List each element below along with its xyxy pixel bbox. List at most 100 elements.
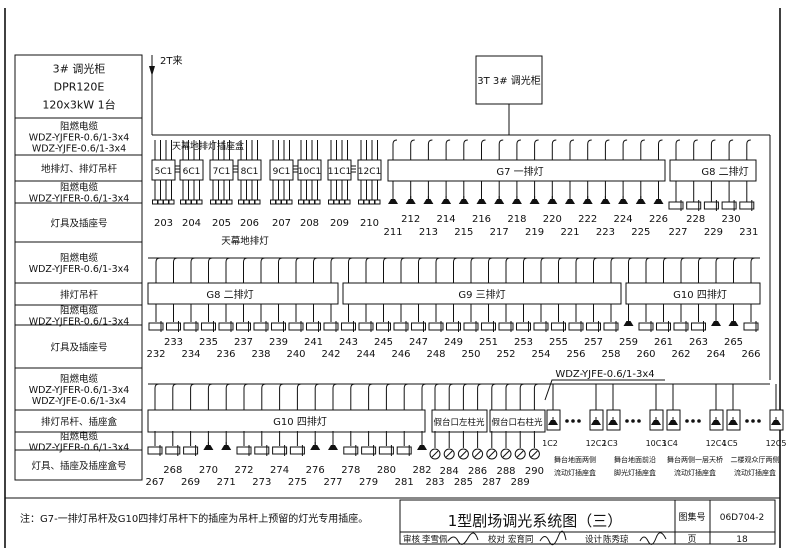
ellipsis-dot [625, 419, 629, 423]
cable-drop [640, 139, 645, 160]
lamp-icon [547, 199, 558, 204]
plug-connector-icon [183, 322, 199, 331]
cable-drop [155, 257, 161, 283]
ellipsis-dot [697, 419, 701, 423]
left-label-text: WDZ-YJFE-0.6/1-3x4 [32, 396, 126, 407]
plug-connector-icon [703, 201, 719, 210]
cable-drop [569, 139, 575, 160]
fixture-number: 235 [199, 337, 218, 348]
socket-icon [249, 199, 255, 205]
pipe-g10-label: G10 四排灯 [673, 288, 727, 301]
socket-hatch [460, 450, 467, 458]
lamp-icon [635, 199, 646, 204]
plug-connector-icon [739, 201, 755, 210]
plug-connector-icon [568, 322, 584, 331]
socket-icon [157, 199, 164, 205]
left-label-text: WDZ-YJFER-0.6/1-3x4 [29, 385, 130, 396]
plug-connector-icon [603, 322, 619, 331]
fixture-number: 240 [286, 349, 305, 360]
atlas-number: 06D704-2 [720, 513, 765, 523]
left-label-text: 阻燃电缆 [60, 373, 99, 385]
lamp-icon [668, 420, 678, 425]
cable-drop [658, 139, 663, 160]
arrow-down-icon [149, 66, 155, 76]
left-label-text: 灯具及插座号 [50, 342, 107, 354]
cable-drop [243, 257, 248, 283]
left-label-text: 灯具及插座号 [50, 218, 107, 230]
lamp-icon [423, 199, 434, 204]
fixture-number: 270 [199, 465, 218, 476]
fixture-number: 277 [323, 477, 342, 488]
plug-connector-icon [721, 201, 737, 210]
fixture-number: 212 [401, 214, 420, 225]
fixture-number: 276 [306, 465, 325, 476]
ellipsis-dot [757, 419, 761, 423]
plug-connector-icon [358, 322, 374, 331]
fixture-number: 251 [479, 337, 498, 348]
socket-box-label: 7C1 [213, 167, 231, 177]
lamp-icon [328, 445, 338, 450]
socket-range-start: 1C4 [662, 439, 678, 448]
socket-range-end: 12C2 [586, 439, 607, 448]
socket-box [209, 159, 234, 181]
cable-drop [628, 257, 633, 283]
cable-drop [604, 139, 610, 160]
cable-drop [488, 257, 493, 283]
fixture-number: 285 [454, 477, 473, 488]
fixture-number: 275 [288, 477, 307, 488]
plug-connector-icon [446, 322, 461, 331]
lamp-icon [728, 321, 739, 326]
socket-icon [210, 199, 216, 205]
left-label-text: WDZ-YJFER-0.6/1-3x4 [29, 194, 130, 205]
socket-hatch [502, 450, 510, 458]
plug-connector-icon [533, 322, 549, 331]
plug-connector-icon [183, 446, 199, 455]
cable-drop [516, 139, 521, 160]
fixture-number: 256 [566, 349, 585, 360]
fixture-number: 273 [252, 477, 271, 488]
socket-icon [180, 199, 186, 205]
cable-drop [505, 257, 511, 283]
socket-box [357, 159, 382, 181]
cable-drop [491, 383, 496, 410]
lamp-icon [221, 445, 232, 450]
socket-box [237, 159, 262, 181]
socket-number: 204 [182, 218, 201, 229]
plug-connector-icon [463, 322, 479, 331]
socket-range-end: 10C3 [646, 439, 667, 448]
fixture-number: 217 [490, 227, 509, 238]
fixture-number: 249 [444, 337, 463, 348]
pipe-g8 [669, 159, 757, 182]
fixture-number: 253 [514, 337, 533, 348]
socket-number: 206 [240, 218, 259, 229]
fixture-number: 284 [440, 466, 459, 477]
fixture-number: 252 [496, 349, 515, 360]
socket-range-start: 1C2 [542, 439, 558, 448]
socket-icon [254, 199, 261, 205]
plug-connector-icon [253, 322, 269, 331]
left-label-text: 阻燃电缆 [60, 305, 99, 317]
cable-drop [279, 383, 284, 410]
socket-icon [358, 199, 364, 205]
socket-desc: 流动灯插座盒 [554, 468, 596, 477]
socket-icon [363, 199, 370, 205]
cable-drop [593, 257, 598, 283]
socket-range-end: 12C5 [766, 439, 786, 448]
ellipsis-dot [745, 419, 749, 423]
plug-connector-icon [148, 322, 164, 331]
fixture-number: 279 [359, 477, 378, 488]
fixture-number: 260 [636, 349, 655, 360]
left-label-text: 灯具、插座及插座盒号 [31, 460, 126, 472]
label-column [14, 54, 143, 481]
socket-icon [215, 199, 222, 205]
socket-icon [298, 199, 304, 205]
cable-drop [225, 383, 231, 410]
fixture-number: 280 [377, 465, 396, 476]
left-column-light-box [431, 409, 488, 433]
left-label-text: DPR120E [54, 81, 105, 94]
ellipsis-dot [577, 419, 581, 423]
socket-desc: 二楼观众厅两侧 [731, 455, 780, 464]
fixture-number: 266 [741, 349, 760, 360]
plug-connector-icon [686, 201, 702, 210]
socket-hatch [474, 450, 481, 458]
